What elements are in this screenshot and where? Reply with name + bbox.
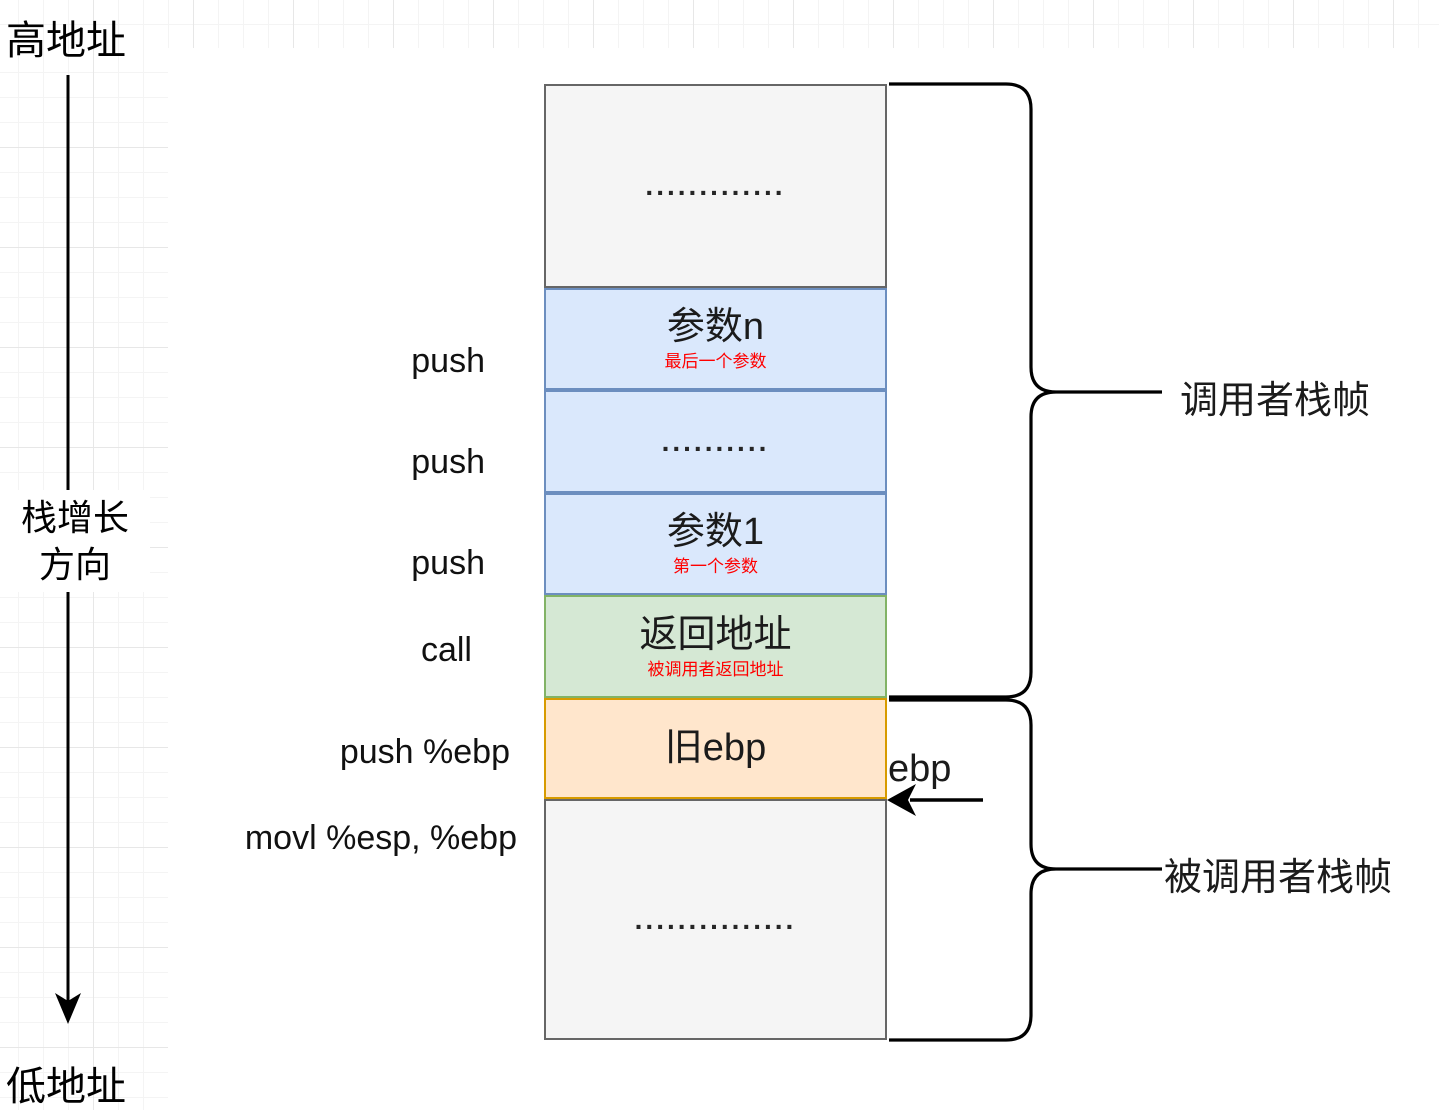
caller-frame-label: 调用者栈帧 — [1180, 380, 1371, 422]
cell-text: ............. — [645, 170, 786, 201]
cell-text: ............... — [634, 903, 797, 935]
stack-cell-old-ebp: 旧ebp — [544, 698, 887, 799]
stack-cell-ellipsis-params: .......... — [544, 390, 887, 493]
instruction-push-mid: push — [411, 443, 485, 481]
stack-growth-direction-label: 栈增长 方向 — [0, 490, 150, 592]
cell-subtext: 最后一个参数 — [664, 352, 767, 371]
high-address-label: 高地址 — [6, 19, 126, 63]
callee-frame-label: 被调用者栈帧 — [1164, 857, 1393, 899]
stack-growth-line2: 方向 — [38, 544, 111, 585]
cell-subtext: 第一个参数 — [673, 557, 758, 576]
instruction-push-n: push — [411, 342, 485, 380]
stack-growth-line1: 栈增长 — [20, 497, 129, 538]
cell-text: .......... — [661, 425, 770, 457]
instruction-push-1: push — [411, 544, 485, 582]
cell-text: 参数1 — [666, 511, 765, 554]
stack-cell-param-1: 参数1 第一个参数 — [544, 493, 887, 595]
stack-cell-return-address: 返回地址 被调用者返回地址 — [544, 595, 887, 698]
canvas-grid-top — [0, 0, 1439, 48]
stack-cell-param-n: 参数n 最后一个参数 — [544, 288, 887, 390]
stack-cell-ellipsis-top: ............. — [544, 84, 887, 288]
caller-frame-brace — [889, 82, 1162, 699]
cell-text: 参数n — [666, 306, 765, 349]
instruction-call: call — [420, 631, 472, 669]
cell-text: 返回地址 — [639, 613, 792, 656]
low-address-label: 低地址 — [6, 1065, 126, 1109]
instruction-movl-esp-ebp: movl %esp, %ebp — [244, 819, 517, 857]
cell-subtext: 被调用者返回地址 — [647, 659, 784, 679]
stack-cell-ellipsis-bottom: ............... — [544, 799, 887, 1040]
ebp-pointer-label: ebp — [888, 748, 952, 790]
cell-text: 旧ebp — [664, 726, 767, 769]
instruction-push-ebp: push %ebp — [339, 733, 510, 771]
